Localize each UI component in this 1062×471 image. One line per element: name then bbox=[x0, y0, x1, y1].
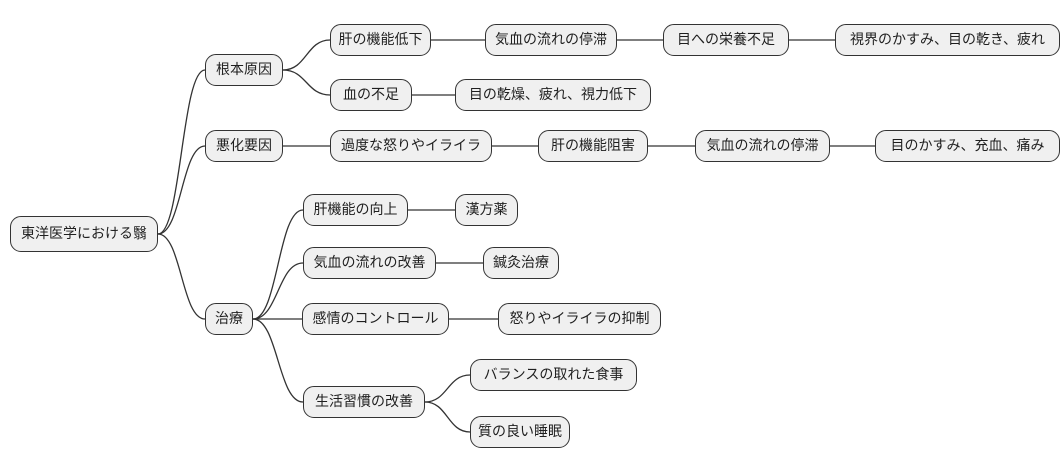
mindmap-edge-root--root-cause bbox=[157, 69, 206, 235]
mindmap-node-blur-dry-fatigue: 視界のかすみ、目の乾き、疲れ bbox=[835, 24, 1060, 56]
mindmap-node-blood-deficiency: 血の不足 bbox=[330, 79, 412, 111]
mindmap-node-kampo-medicine: 漢方薬 bbox=[455, 194, 518, 226]
mindmap-edge-root-cause--liver-decline bbox=[282, 39, 331, 71]
mindmap-node-treatment: 治療 bbox=[205, 303, 253, 335]
mindmap-edge-lifestyle-improvement--balanced-diet bbox=[424, 374, 471, 403]
mindmap-node-haze-redness-pain: 目のかすみ、充血、痛み bbox=[875, 130, 1060, 162]
mindmap-node-eye-nutrition-lack: 目への栄養不足 bbox=[663, 24, 789, 56]
mindmap-edge-lifestyle-improvement--quality-sleep bbox=[424, 401, 471, 433]
mindmap-node-quality-sleep: 質の良い睡眠 bbox=[470, 416, 570, 448]
mindmap-node-excessive-anger: 過度な怒りやイライラ bbox=[330, 130, 492, 162]
mindmap-node-anger-suppression: 怒りやイライラの抑制 bbox=[498, 303, 661, 335]
mindmap-edge-root--treatment bbox=[157, 233, 206, 320]
mindmap-node-liver-inhibition: 肝の機能阻害 bbox=[538, 130, 648, 162]
mindmap-node-qi-stagnation-2: 気血の流れの停滞 bbox=[695, 130, 830, 162]
mindmap-node-emotion-control: 感情のコントロール bbox=[302, 303, 449, 335]
mindmap-node-acupuncture: 鍼灸治療 bbox=[483, 247, 559, 279]
mindmap-node-lifestyle-improvement: 生活習慣の改善 bbox=[303, 386, 425, 418]
mindmap-node-balanced-diet: バランスの取れた食事 bbox=[470, 359, 637, 391]
mindmap-edge-treatment--lifestyle-improvement bbox=[252, 318, 304, 403]
mindmap-node-qi-stagnation-1: 気血の流れの停滞 bbox=[485, 24, 617, 56]
mindmap-node-root-cause: 根本原因 bbox=[205, 54, 283, 86]
mindmap-node-liver-decline: 肝の機能低下 bbox=[330, 24, 431, 56]
mindmap-edge-treatment--liver-improvement bbox=[252, 209, 304, 320]
mindmap-edge-treatment--qi-flow-improvement bbox=[252, 262, 304, 320]
mindmap-node-qi-flow-improvement: 気血の流れの改善 bbox=[303, 247, 436, 279]
mindmap-node-aggravating-factor: 悪化要因 bbox=[205, 130, 283, 162]
mindmap-edge-root-cause--blood-deficiency bbox=[282, 69, 331, 96]
mindmap-node-root: 東洋医学における翳 bbox=[10, 216, 158, 252]
mindmap-node-dry-fatigue-vision: 目の乾燥、疲れ、視力低下 bbox=[455, 79, 651, 111]
mindmap-node-liver-improvement: 肝機能の向上 bbox=[303, 194, 408, 226]
mindmap-edge-root--aggravating-factor bbox=[157, 145, 206, 235]
